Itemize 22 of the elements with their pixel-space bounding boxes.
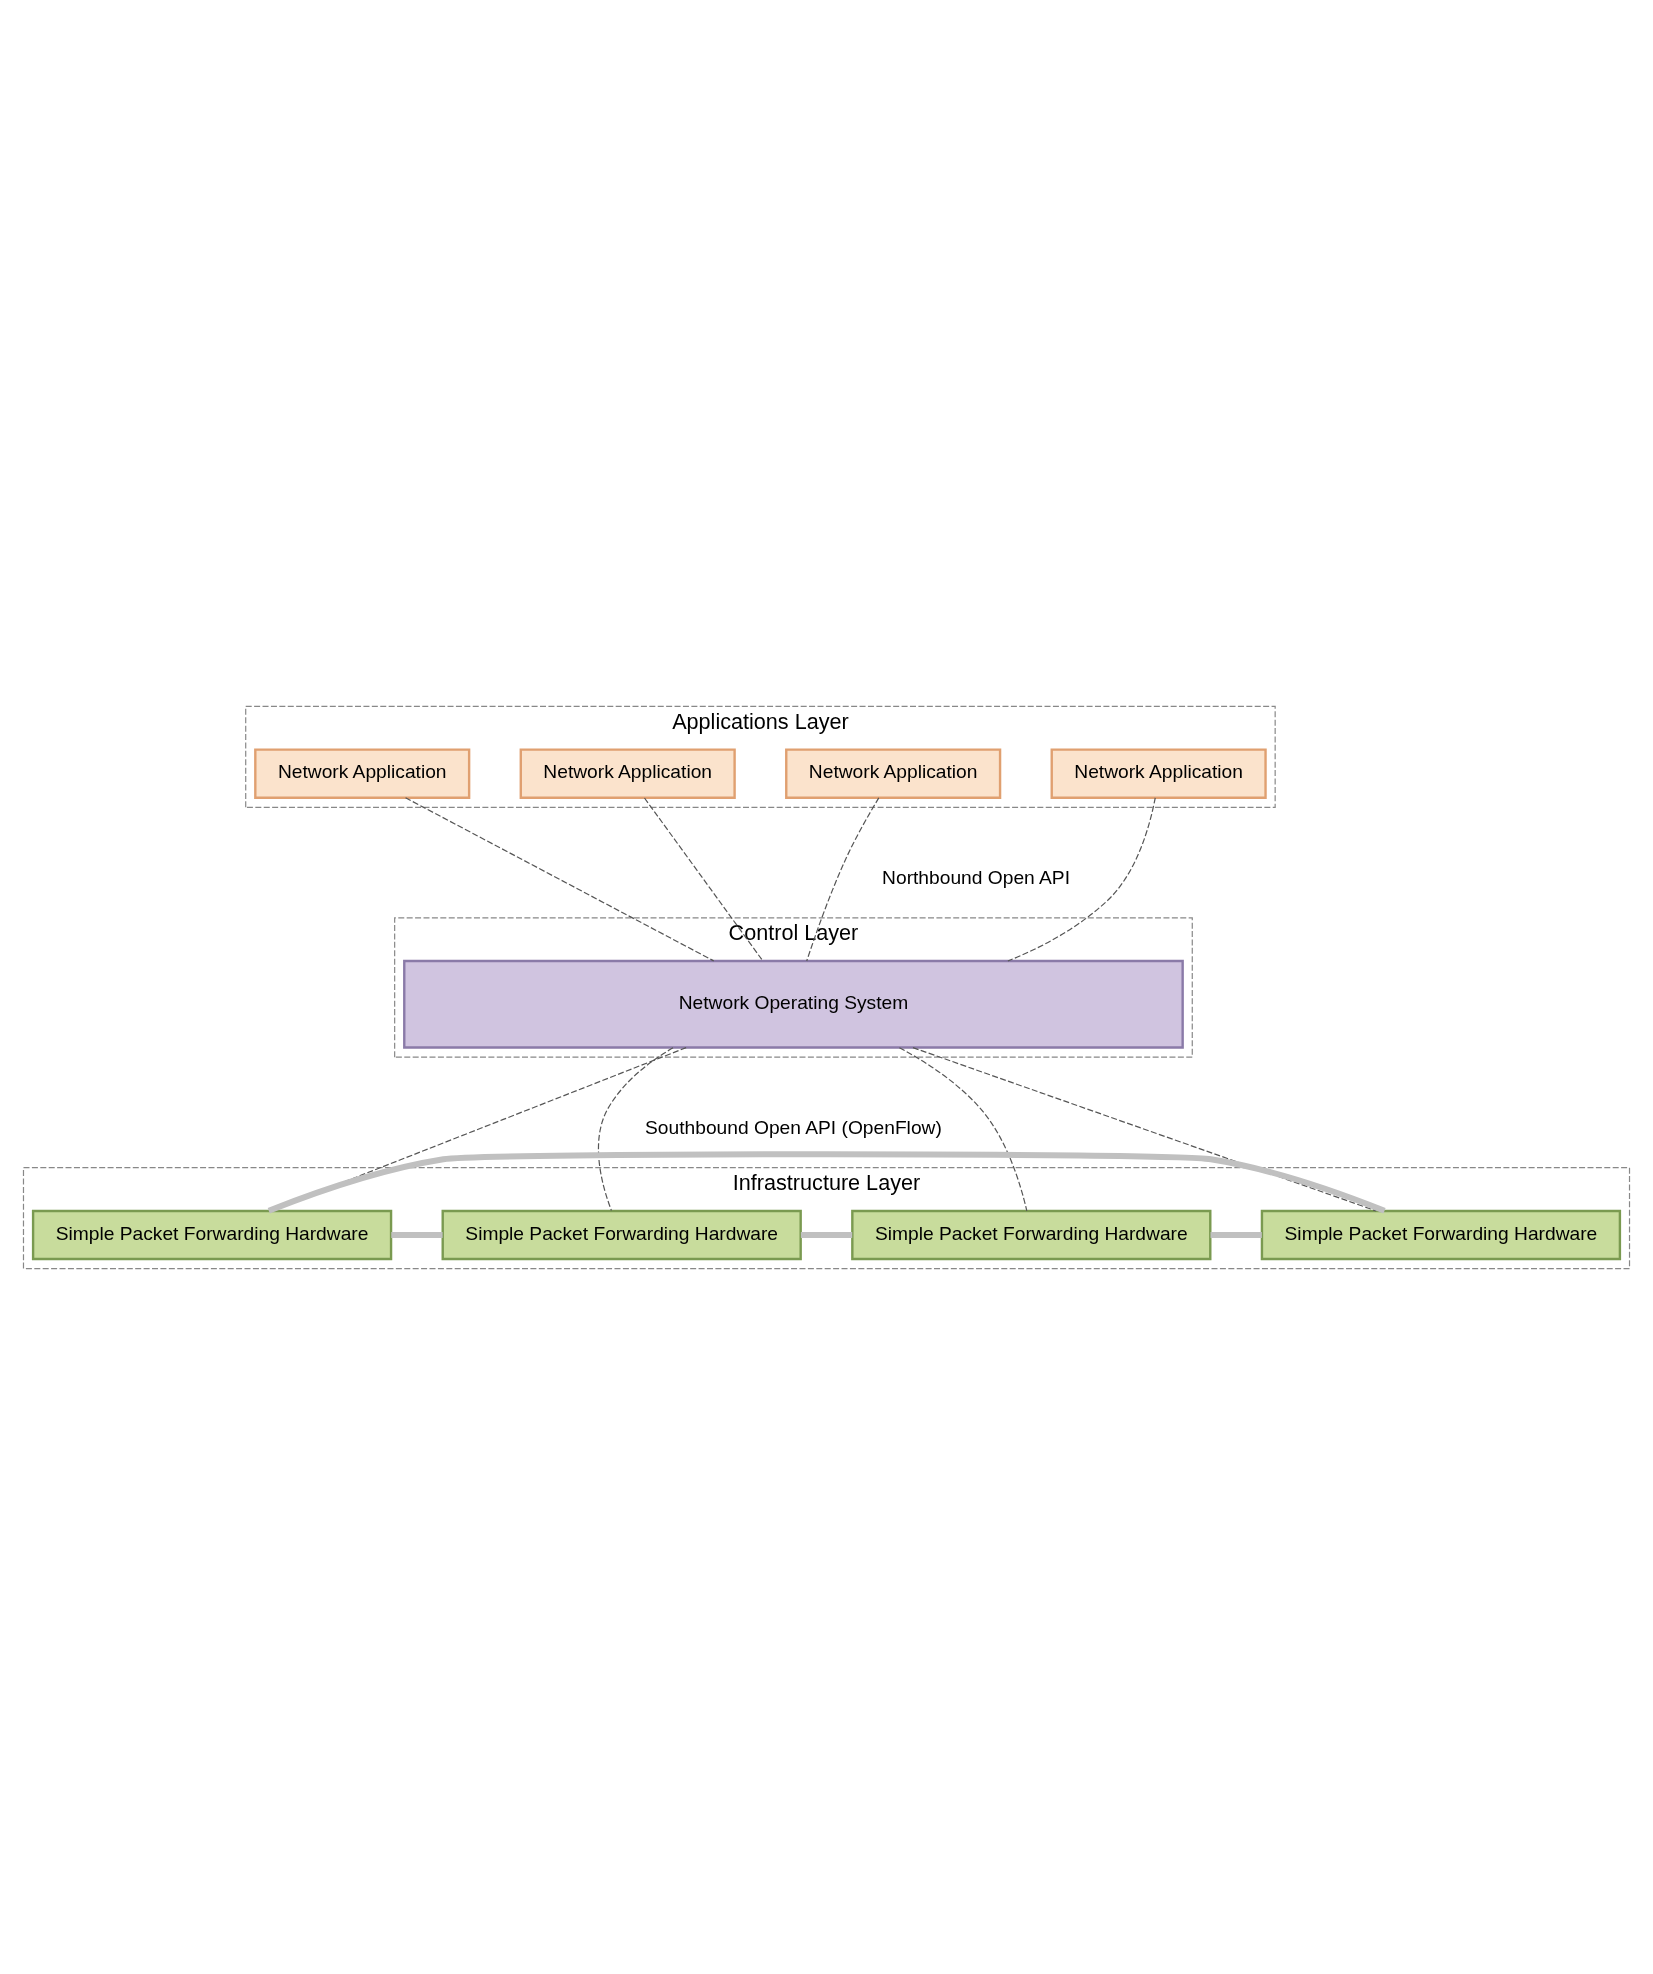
connector	[898, 1046, 1028, 1211]
connector	[1210, 1231, 1262, 1238]
node-box: Network Application	[785, 747, 1002, 799]
node-box: Network Application	[519, 747, 736, 799]
connector	[806, 796, 880, 962]
node-box: Network Application	[254, 747, 471, 799]
label: Northbound Open API	[882, 866, 1071, 888]
node-box: Network Application	[1050, 747, 1267, 799]
connector	[643, 796, 764, 962]
connector	[404, 796, 715, 961]
node-box: Simple Packet Forwarding Hardware	[1260, 1209, 1622, 1260]
connector	[912, 1046, 1377, 1211]
node-box: Network Operating System	[403, 959, 1184, 1049]
connector	[391, 1231, 443, 1238]
connector	[800, 1231, 853, 1238]
connector	[1007, 796, 1156, 962]
node-box: Simple Packet Forwarding Hardware	[31, 1209, 393, 1260]
connector	[267, 1150, 1386, 1214]
node-box: Simple Packet Forwarding Hardware	[441, 1209, 802, 1260]
node-box: Simple Packet Forwarding Hardware	[851, 1209, 1212, 1260]
connector	[597, 1046, 674, 1211]
label: Southbound Open API (OpenFlow)	[645, 1116, 942, 1138]
